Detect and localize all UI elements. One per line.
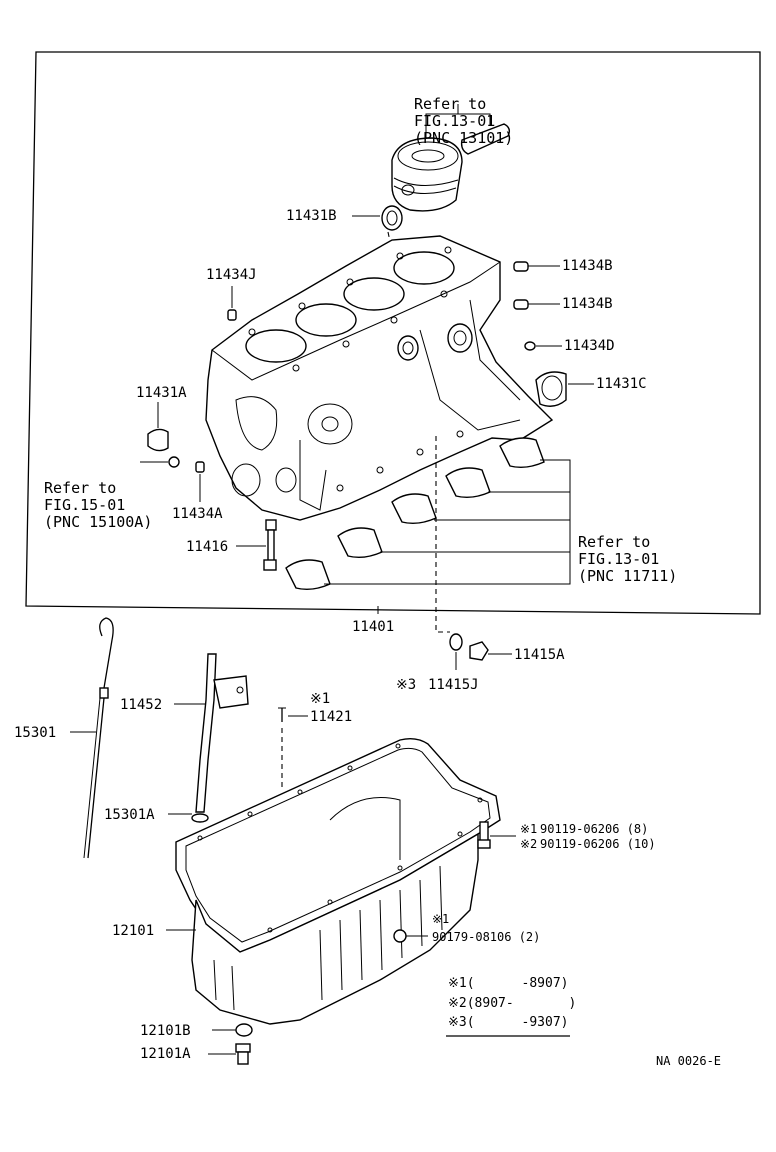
dipstick-15301: [83, 617, 114, 859]
mark-3-11415J: ※3: [396, 677, 417, 693]
part-bolt-2: 90119-06206 (10): [540, 837, 656, 851]
part-11415J: 11415J: [428, 677, 479, 693]
seal-11431A: [147, 428, 169, 452]
gasket-11415J: [449, 633, 463, 651]
part-11431A: 11431A: [136, 385, 187, 401]
drain-plug-12101A: [235, 1043, 251, 1065]
group-frame: [25, 51, 761, 615]
part-11401: 11401: [352, 619, 395, 635]
part-11434A: 11434A: [172, 506, 223, 522]
pan-bolt: [477, 821, 491, 849]
part-bolt-1: 90119-06206 (8): [540, 822, 649, 836]
bolt-11416: [263, 519, 277, 571]
legend-row-2: ※2(8907- ): [448, 996, 577, 1011]
part-11421: 11421: [310, 709, 353, 725]
part-11434J: 11434J: [206, 267, 257, 283]
pan-nut: [393, 929, 407, 943]
mark-1-11421: ※1: [310, 691, 331, 707]
cylinder-block-illustration: [205, 235, 554, 521]
mark-1-bolt: ※1: [520, 822, 538, 836]
part-11431B: 11431B: [286, 208, 337, 224]
plug-11434B-2: [513, 299, 529, 310]
mark-2-bolt: ※2: [520, 837, 538, 851]
part-12101A: 12101A: [140, 1046, 191, 1062]
part-11434B-1: 11434B: [562, 258, 613, 274]
part-11431C: 11431C: [596, 376, 647, 392]
part-12101B: 12101B: [140, 1023, 191, 1039]
gasket-12101B: [235, 1023, 253, 1037]
part-15301A: 15301A: [104, 807, 155, 823]
part-11415A: 11415A: [514, 647, 565, 663]
gauge-guide-11452: [195, 653, 249, 813]
legend-row-3: ※3( -9307): [448, 1015, 569, 1030]
part-11434D: 11434D: [564, 338, 615, 354]
plug-11434B-1: [513, 261, 529, 272]
legend-row-1: ※1( -8907): [448, 976, 569, 991]
pin-11434A: [195, 461, 205, 473]
oil-pan-12101: [175, 737, 501, 1025]
plug-11434D: [524, 341, 536, 351]
pin-11434J: [227, 309, 237, 321]
mark-1-nut: ※1: [432, 912, 450, 926]
part-nut: 90179-08106 (2): [432, 930, 541, 944]
part-15301: 15301: [14, 725, 57, 741]
part-12101: 12101: [112, 923, 155, 939]
part-11434B-2: 11434B: [562, 296, 613, 312]
part-11452: 11452: [120, 697, 163, 713]
plug-11415A: [469, 641, 489, 661]
diagram-code: NA 0026-E: [656, 1054, 722, 1068]
piston-illustration: [391, 104, 511, 212]
part-11416: 11416: [186, 539, 229, 555]
